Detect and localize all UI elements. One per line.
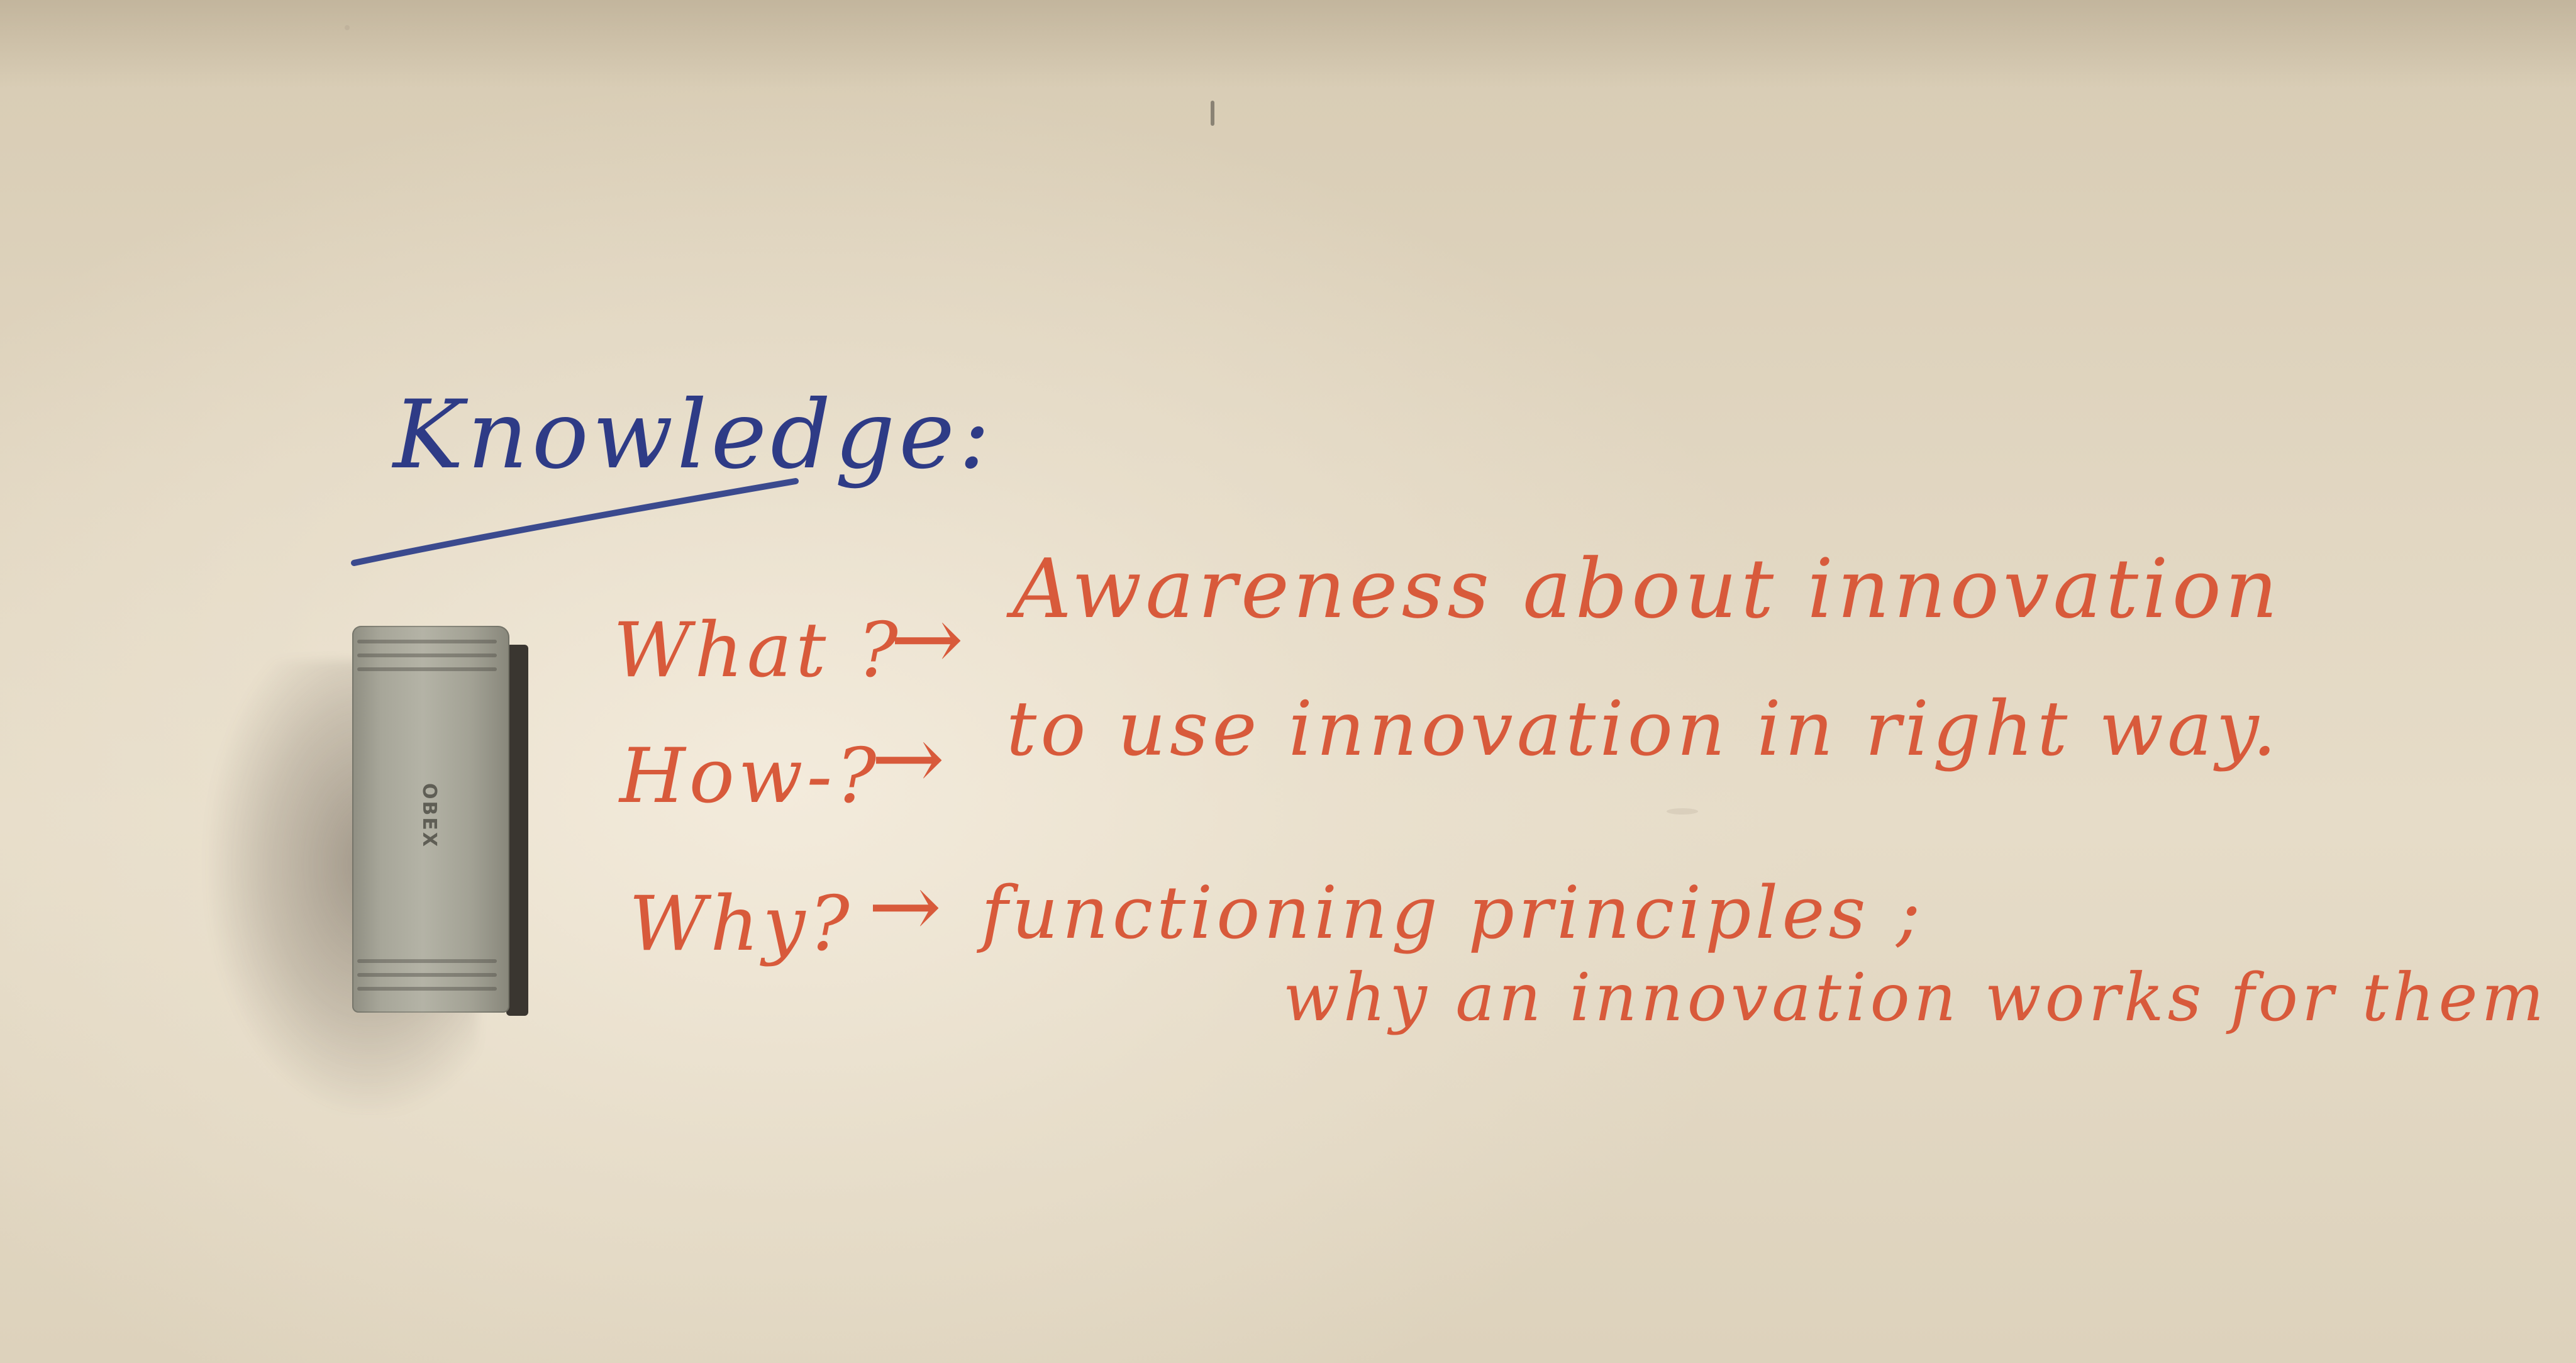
- answer-why-continuation: why an innovation works for them: [1283, 959, 2548, 1036]
- heading-underline: [351, 478, 799, 566]
- arrow-2: →: [871, 708, 949, 810]
- question-how: How-?: [619, 733, 880, 820]
- eraser-body: OBEX: [352, 626, 509, 1013]
- answer-how: to use innovation in right way.: [1006, 686, 2280, 773]
- marker-smudge: [345, 25, 350, 30]
- question-what: What ?: [613, 607, 902, 694]
- heading-knowledge: Knowledge:: [393, 381, 994, 490]
- marker-smudge: [1667, 808, 1698, 815]
- eraser-brand-logo: OBEX: [418, 783, 440, 848]
- eraser-felt-pad: [506, 645, 528, 1016]
- whiteboard-eraser: OBEX: [352, 626, 528, 1016]
- answer-what: Awareness about innovation: [1013, 541, 2282, 637]
- marker-smudge: [1211, 101, 1214, 126]
- eraser-groove: [357, 987, 497, 991]
- eraser-groove: [357, 667, 497, 671]
- eraser-groove: [357, 959, 497, 963]
- eraser-groove: [357, 973, 497, 977]
- arrow-1: →: [890, 588, 968, 691]
- board-top-shading: [0, 0, 2576, 88]
- arrow-3: →: [868, 855, 946, 958]
- eraser-groove: [357, 654, 497, 657]
- answer-why: functioning principles ;: [981, 871, 1924, 955]
- eraser-groove: [357, 640, 497, 643]
- question-why: Why?: [629, 881, 853, 968]
